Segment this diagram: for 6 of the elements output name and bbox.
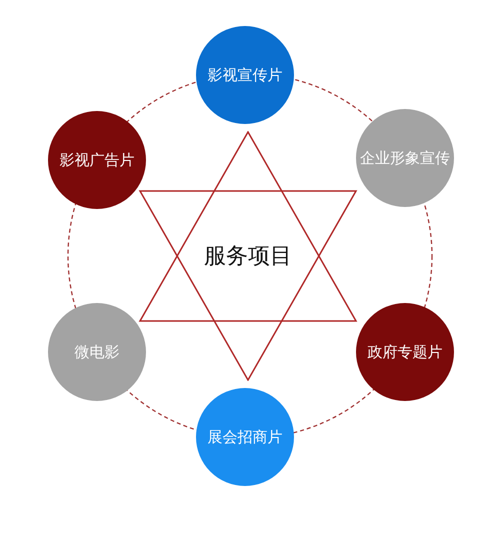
circle-node: 影视宣传片: [196, 26, 294, 124]
circle-node: 展会招商片: [196, 388, 294, 486]
circle-node: 影视广告片: [48, 111, 146, 209]
circle-node: 政府专题片: [356, 303, 454, 401]
circle-node: 企业形象宣传: [356, 109, 454, 207]
circle-node: 微电影: [48, 303, 146, 401]
